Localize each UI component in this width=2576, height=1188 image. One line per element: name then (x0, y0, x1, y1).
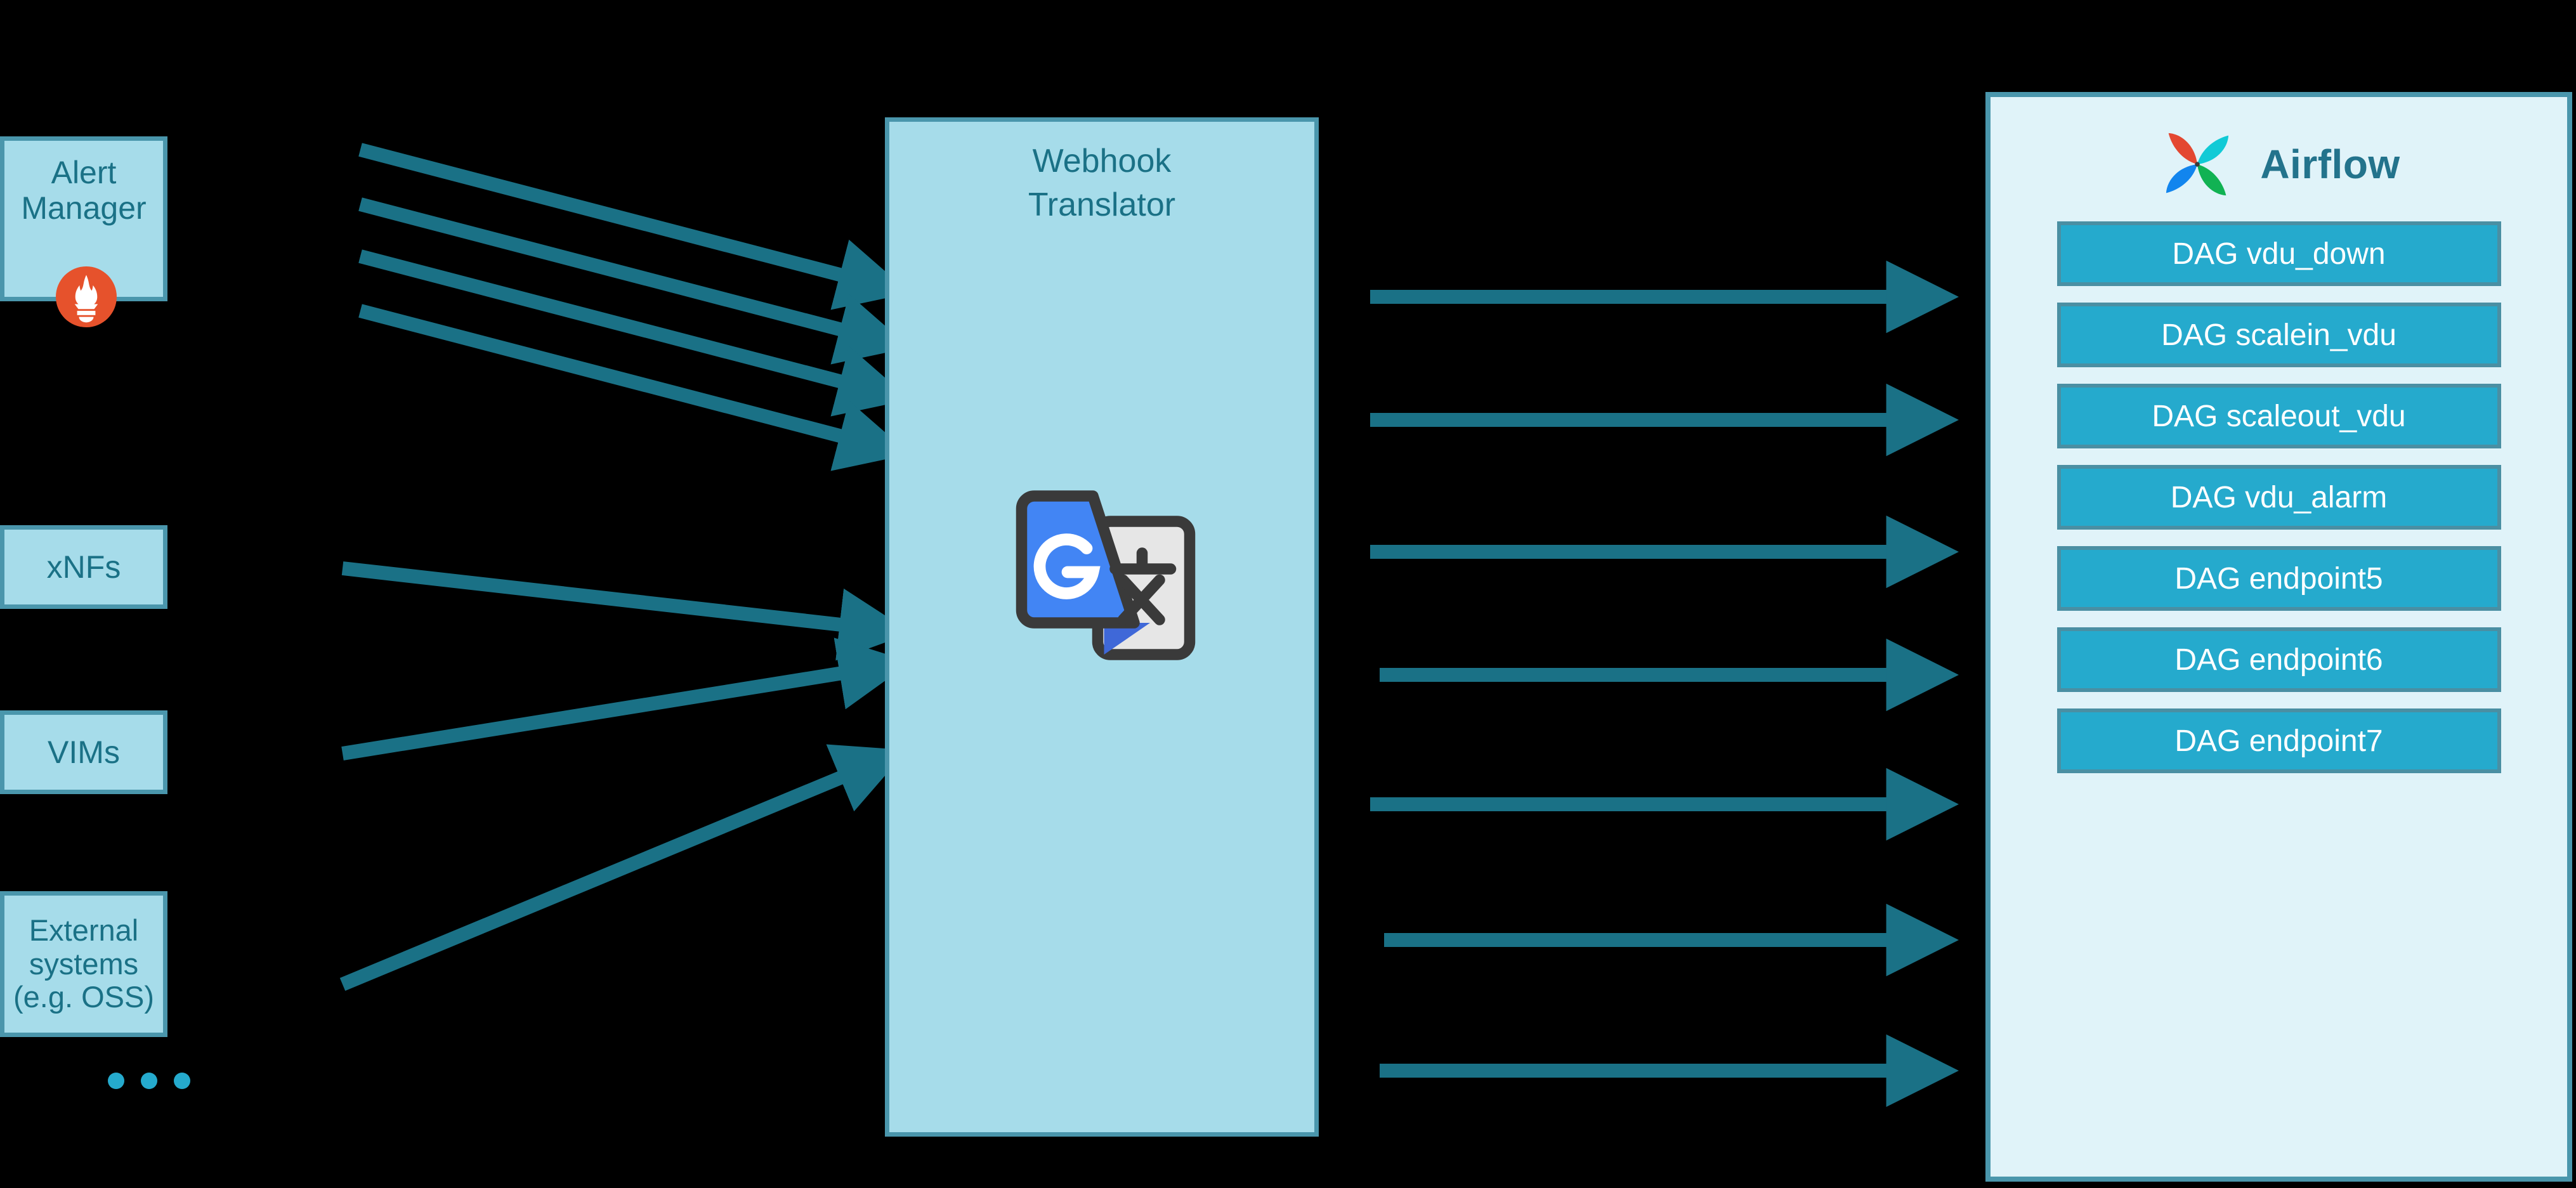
prometheus-icon (56, 266, 117, 327)
arrow-alert-manager-1 (358, 143, 910, 310)
dag-box-endpoint6[interactable]: DAG endpoint6 (2056, 627, 2501, 692)
dag-box-scaleout-vdu[interactable]: DAG scaleout_vdu (2056, 384, 2501, 448)
arrow-alert-manager-4 (358, 304, 910, 471)
arrow-vims (341, 637, 912, 760)
source-label-xnfs: xNFs (46, 549, 121, 585)
source-label-vims: VIMs (48, 734, 120, 770)
airflow-title: Airflow (2260, 141, 2400, 187)
source-label-external-line1: External systems (29, 913, 139, 981)
webhook-translator-title-line1: Webhook (1032, 143, 1172, 180)
google-translate-icon (1016, 490, 1196, 660)
source-label-external-line2: (e.g. OSS) (13, 980, 154, 1014)
source-box-xnfs[interactable]: xNFs (0, 525, 167, 609)
dag-box-endpoint5[interactable]: DAG endpoint5 (2056, 546, 2501, 611)
ellipsis-dot-1 (108, 1073, 124, 1089)
airflow-pinwheel-icon (2166, 133, 2229, 196)
arrow-xnfs (341, 561, 912, 661)
outbound-arrow-group (1370, 260, 1959, 1107)
dag-box-scalein-vdu[interactable]: DAG scalein_vdu (2056, 303, 2501, 367)
source-box-external-systems[interactable]: External systems (e.g. OSS) (0, 891, 167, 1037)
airflow-header: Airflow (1991, 120, 2567, 209)
arrow-alert-manager-3 (358, 249, 910, 417)
arrow-alert-manager-2 (358, 197, 910, 365)
source-label-alert-manager: Alert Manager (21, 155, 147, 226)
inbound-arrow-group (339, 143, 912, 991)
source-label-external-systems: External systems (e.g. OSS) (4, 913, 163, 1014)
arrow-external (339, 744, 908, 991)
dag-list: DAG vdu_down DAG scalein_vdu DAG scaleou… (1991, 221, 2567, 773)
ellipsis-dot-2 (141, 1073, 157, 1089)
source-box-vims[interactable]: VIMs (0, 710, 167, 794)
webhook-translator-title-line2: Translator (1028, 186, 1176, 223)
dag-box-endpoint7[interactable]: DAG endpoint7 (2056, 708, 2501, 773)
webhook-translator-title: Webhook Translator (889, 140, 1314, 226)
ellipsis-dot-3 (174, 1073, 190, 1089)
airflow-panel[interactable]: Airflow DAG vdu_down DAG scalein_vdu DAG… (1985, 92, 2572, 1182)
source-box-alert-manager[interactable]: Alert Manager (0, 136, 167, 301)
ellipsis-more-sources (108, 1068, 190, 1093)
dag-box-vdu-down[interactable]: DAG vdu_down (2056, 221, 2501, 286)
dag-box-vdu-alarm[interactable]: DAG vdu_alarm (2056, 465, 2501, 530)
